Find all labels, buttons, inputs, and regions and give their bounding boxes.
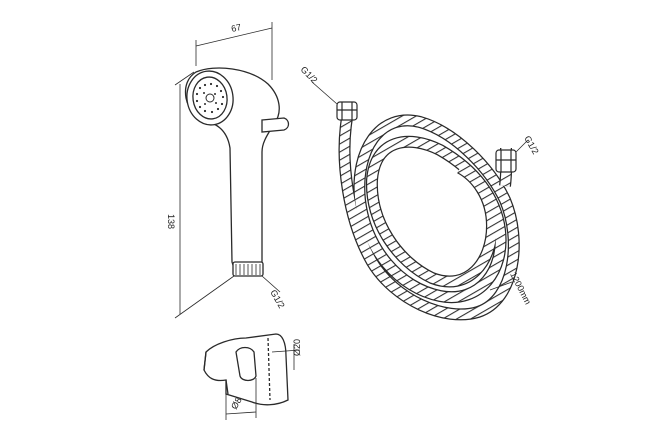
wall-holder: [203, 333, 289, 406]
height-label: 138: [166, 214, 176, 229]
spray-thread-label: G1/2: [268, 288, 286, 310]
spray-head: [184, 67, 290, 277]
width-label: 67: [230, 22, 242, 34]
hose-right-thread-label: G1/2: [522, 134, 540, 156]
hose: [338, 114, 520, 321]
hose-length-label: 1200mm: [508, 270, 533, 306]
hose-fitting-top: [336, 101, 358, 121]
dimension-width: [195, 22, 273, 80]
hose-fitting-right: [495, 149, 517, 173]
holder-diameter-label: Ø20: [292, 339, 302, 356]
trigger-lever: [261, 117, 290, 133]
dimension-height: [174, 71, 235, 319]
spray-nozzles: [195, 82, 225, 114]
hose-top-thread-label: G1/2: [299, 64, 320, 85]
